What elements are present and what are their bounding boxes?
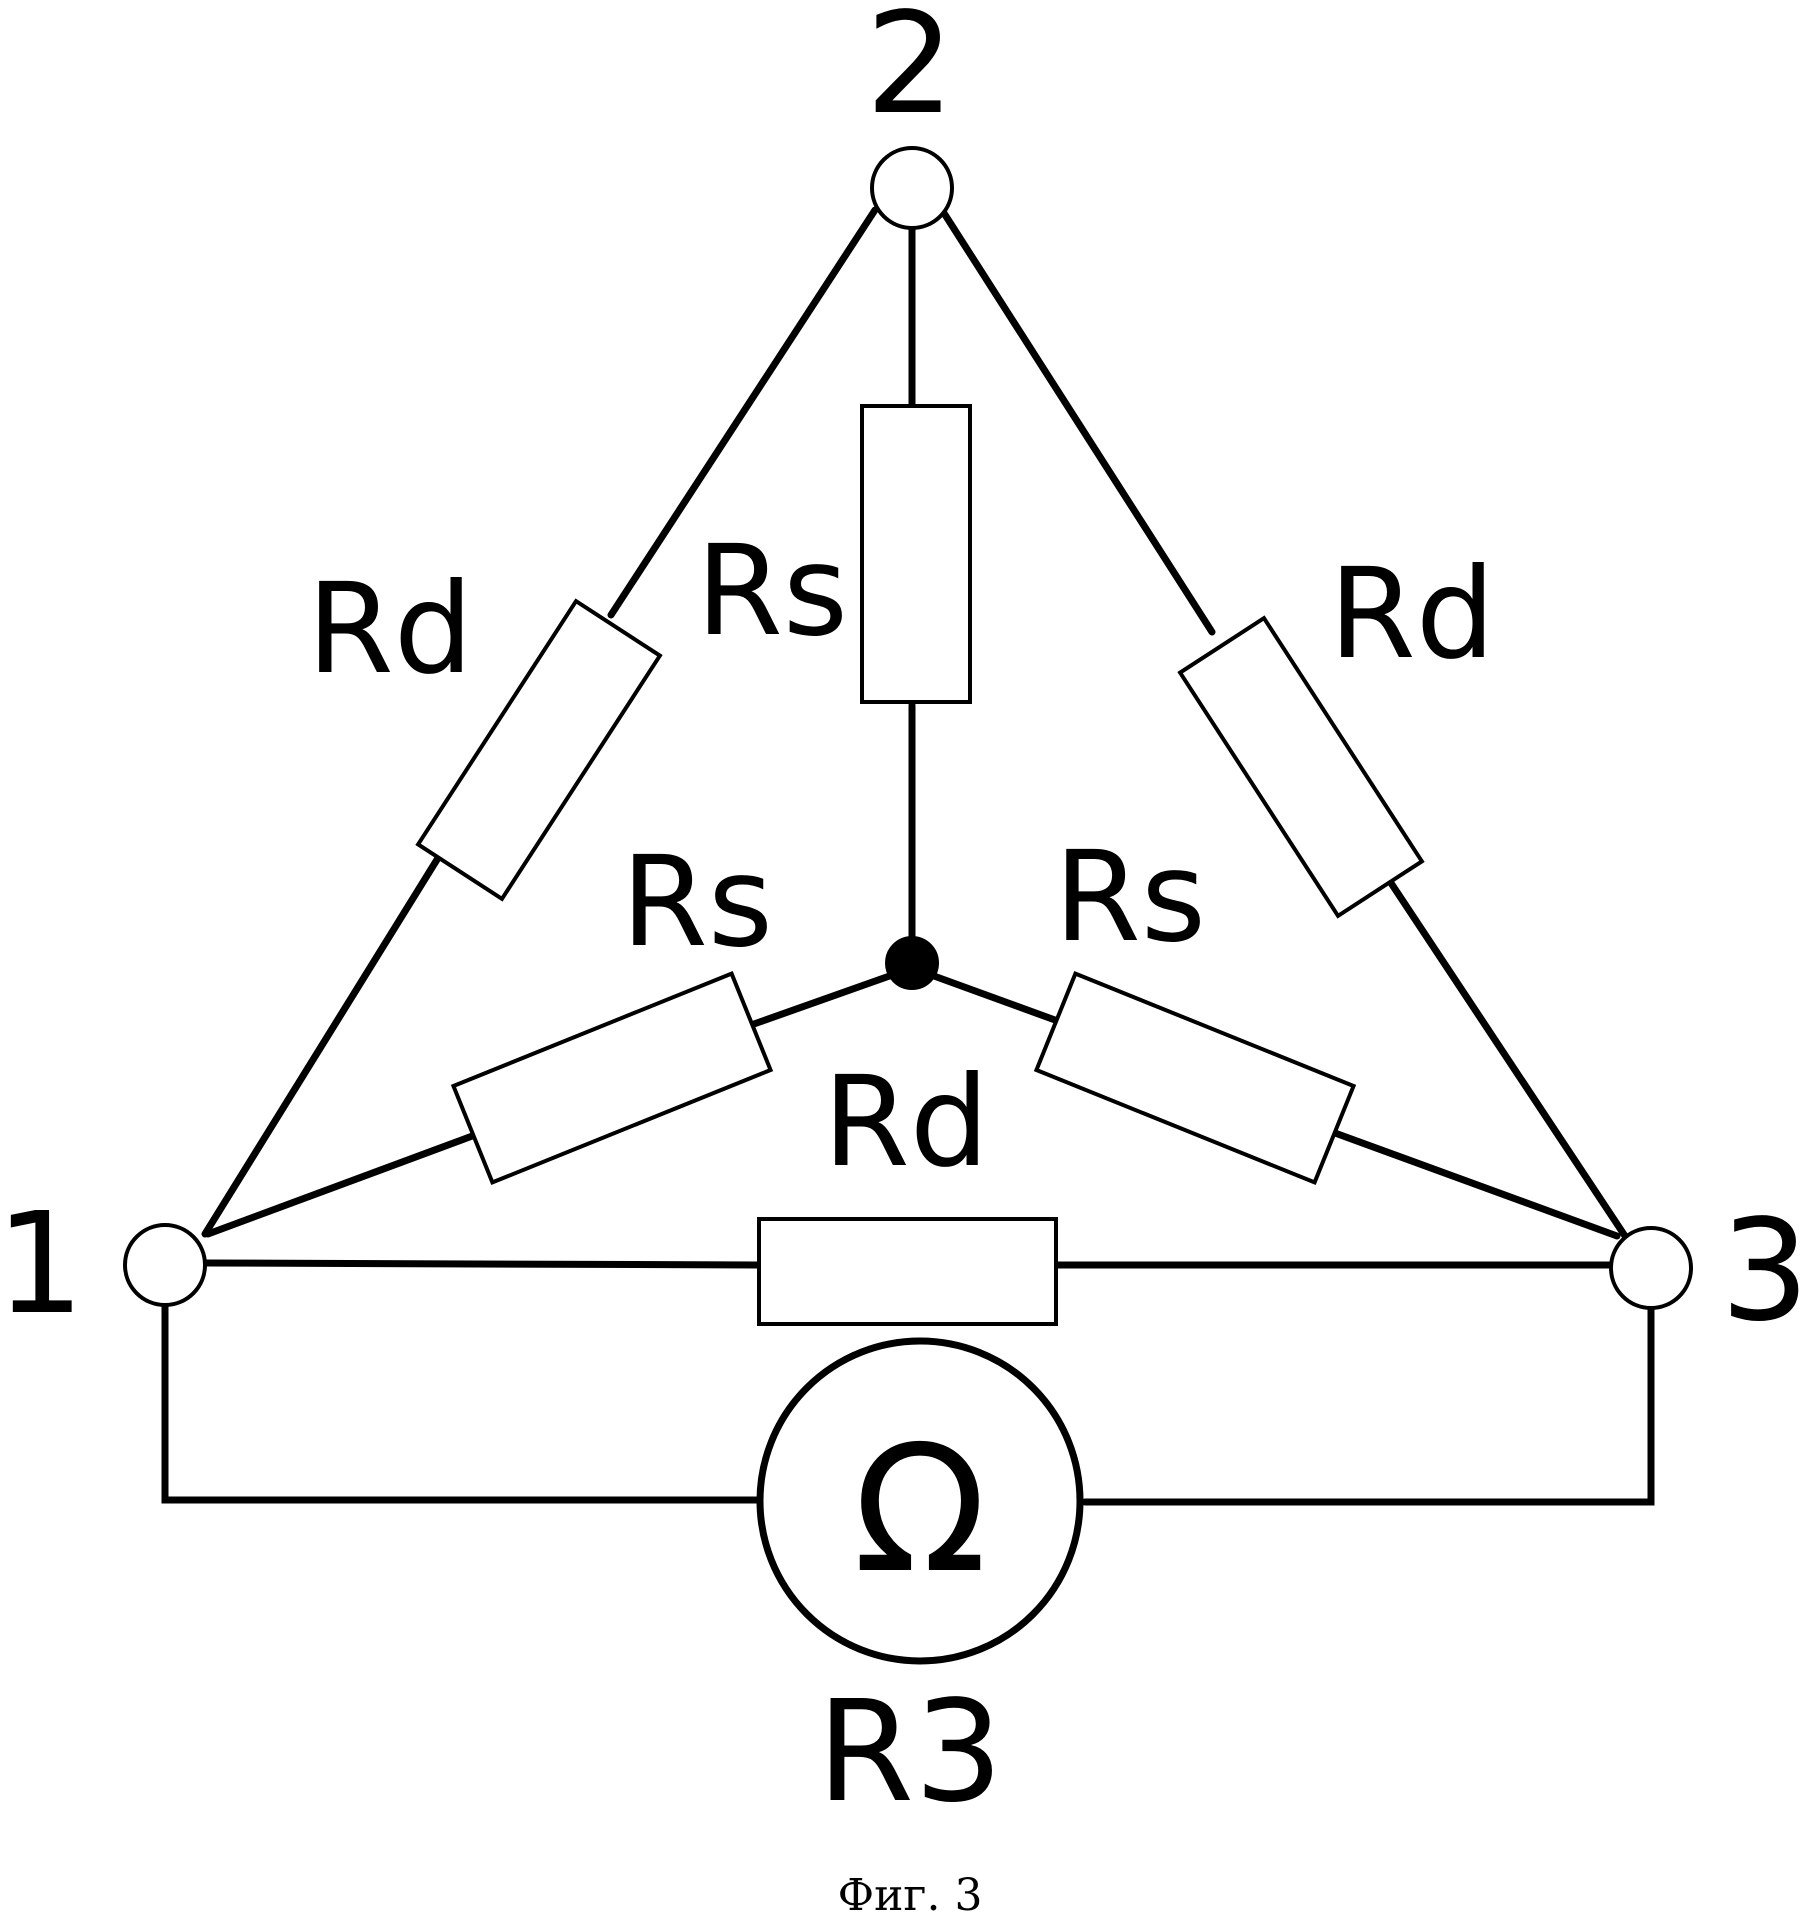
resistor-label-rd-left: Rd: [307, 557, 473, 702]
wire-left-rs-to-node1: [204, 1131, 479, 1238]
resistor-label-rs-top: Rs: [696, 519, 848, 664]
wire-left-lower: [201, 854, 442, 1238]
resistor-rs-left: [450, 970, 774, 1186]
wire-right-rs-to-node3: [1331, 1129, 1621, 1240]
wire-left-upper: [607, 206, 879, 619]
resistor-rs-top: [860, 404, 972, 704]
ohm-symbol-icon: Ω: [853, 1409, 987, 1612]
ohmmeter: [756, 1337, 1084, 1665]
resistor-label-rs-left: Rs: [621, 830, 773, 975]
terminal-node-1: [123, 1223, 207, 1307]
meter-label: R3: [817, 1671, 1003, 1834]
wire-bottom-left: [201, 1259, 761, 1269]
resistor-rd-bottom: [757, 1217, 1058, 1326]
wire-meter-left: [161, 1296, 761, 1504]
terminal-node-3: [1609, 1226, 1693, 1310]
node-label-1: 1: [0, 1183, 85, 1346]
center-junction-dot: [885, 936, 939, 990]
resistor-rd-left: [415, 598, 663, 902]
wire-right-lower: [1385, 876, 1629, 1240]
figure-caption: Фиг. 3: [838, 1870, 983, 1921]
wire-meter-right: [1081, 1296, 1655, 1506]
terminal-node-2: [870, 146, 954, 230]
resistor-rs-right: [1033, 970, 1357, 1186]
wire-center-to-right: [908, 964, 1059, 1024]
resistor-rd-right: [1177, 615, 1425, 919]
resistor-label-rs-right: Rs: [1054, 825, 1206, 970]
resistor-label-rd-right: Rd: [1329, 542, 1495, 687]
wire-right-upper: [938, 206, 1216, 636]
node-label-3: 3: [1720, 1190, 1809, 1353]
resistor-label-rd-bottom: Rd: [823, 1050, 989, 1195]
wire-center-to-left: [750, 964, 916, 1028]
node-label-2: 2: [865, 0, 954, 146]
